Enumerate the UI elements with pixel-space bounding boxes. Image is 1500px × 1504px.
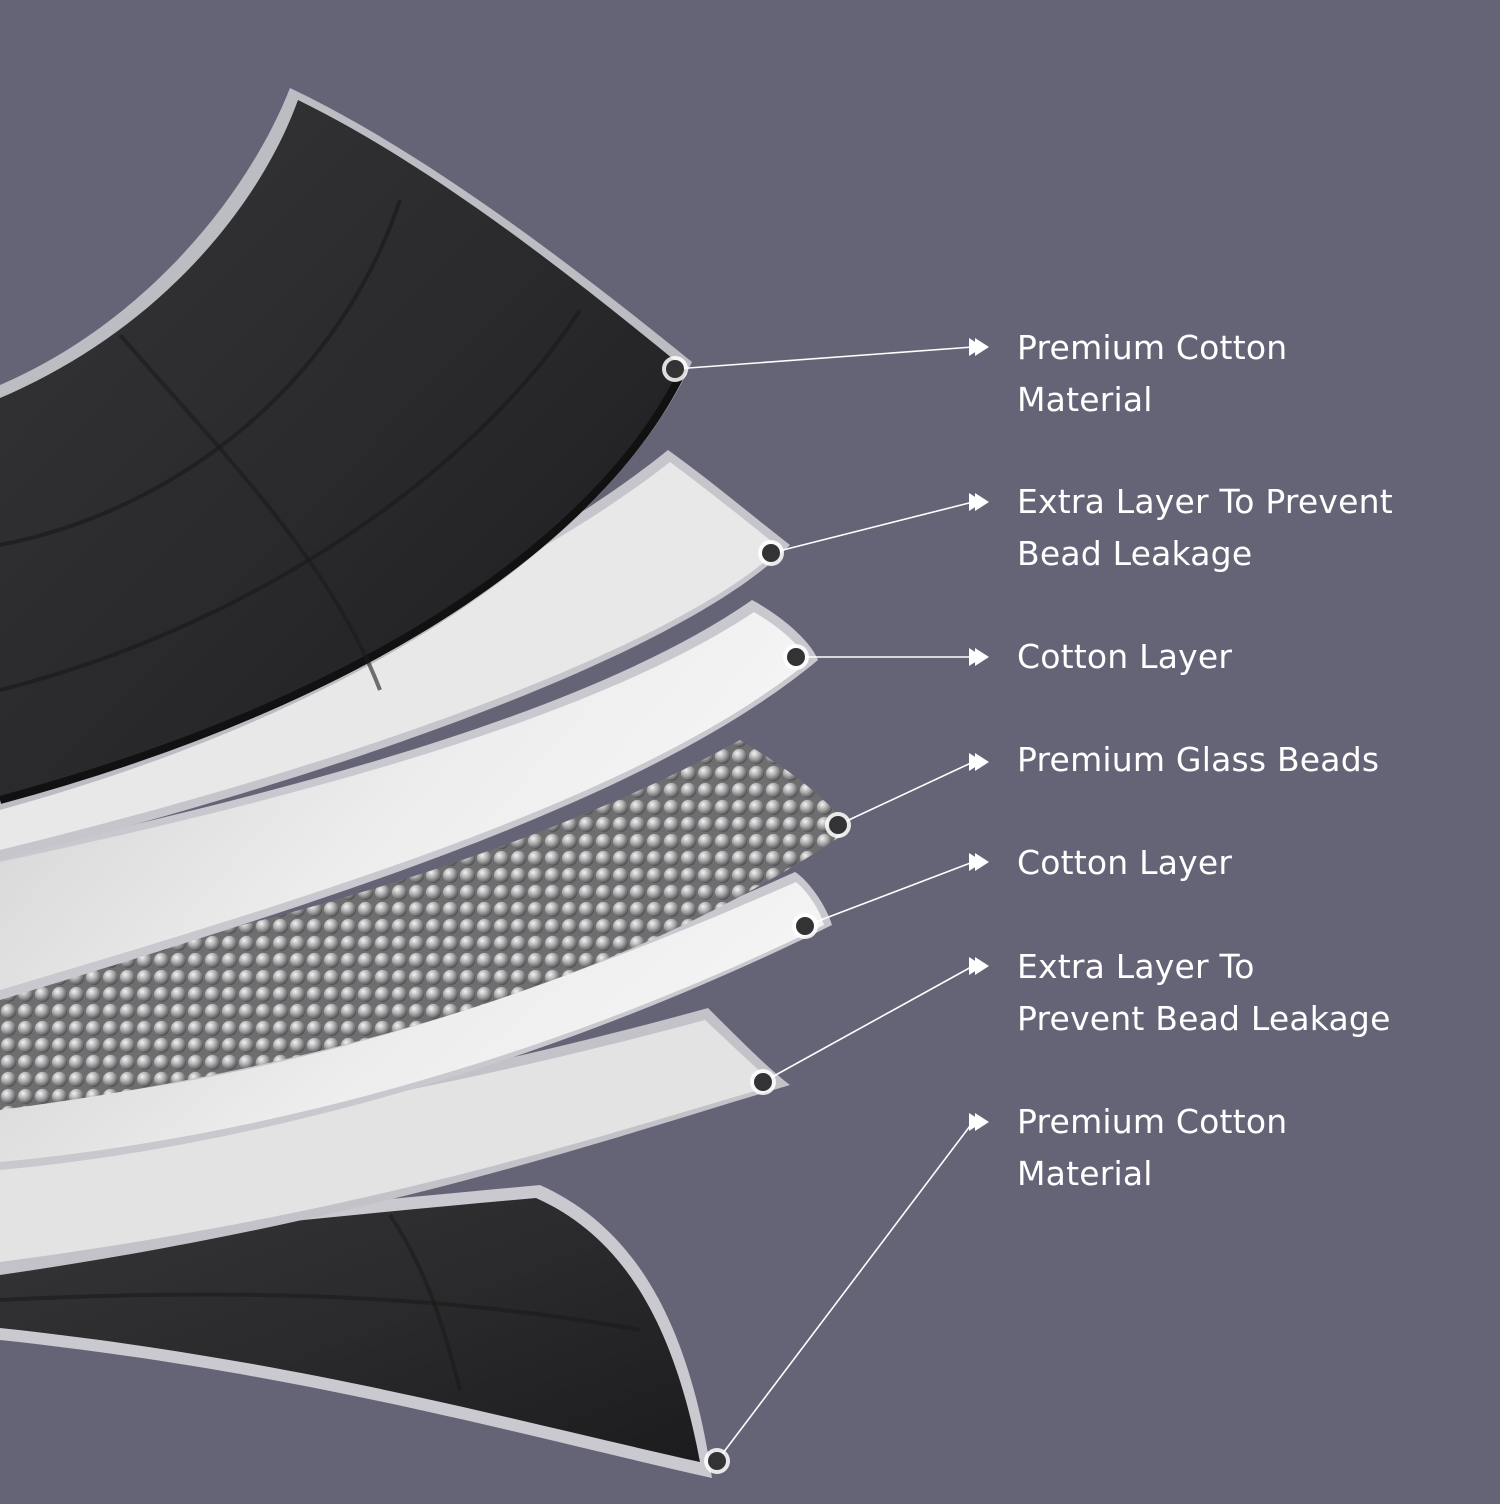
bottom-premium-cotton-seam	[0, 1292, 641, 1332]
glass-beads-marker-dot	[829, 816, 847, 834]
bottom-premium-cotton-label-line: Premium Cotton	[1017, 1102, 1288, 1141]
top-cotton-layer-marker-dot	[787, 648, 805, 666]
bottom-cotton-layer-arrow-icon	[969, 853, 989, 871]
bottom-premium-cotton-arrow-icon	[969, 1113, 989, 1131]
bottom-premium-cotton-marker-dot	[708, 1452, 726, 1470]
bottom-extra-layer-fabric	[0, 1020, 776, 1262]
glass-beads-arrow-icon	[969, 753, 989, 771]
top-extra-layer-arrow-icon	[969, 493, 989, 511]
bottom-extra-layer-arrow-icon	[969, 957, 989, 975]
top-cotton-layer-label-line: Cotton Layer	[1017, 637, 1233, 676]
bottom-cotton-layer-fabric	[0, 882, 824, 1162]
bottom-extra-layer-label-line: Prevent Bead Leakage	[1017, 999, 1391, 1038]
glass-beads-label-line: Premium Glass Beads	[1017, 740, 1380, 779]
bottom-extra-layer-label-line: Extra Layer To	[1017, 947, 1255, 986]
top-extra-layer-label-line: Extra Layer To Prevent	[1017, 482, 1393, 521]
bottom-cotton-layer-label: Cotton Layer	[1017, 837, 1232, 889]
top-premium-cotton-seam-1	[0, 199, 402, 547]
bottom-premium-cotton-leader-line	[716, 1121, 974, 1462]
top-premium-cotton-fabric	[0, 100, 684, 800]
bottom-extra-layer-marker-dot	[754, 1073, 772, 1091]
top-extra-layer-label-line: Bead Leakage	[1017, 534, 1253, 573]
top-premium-cotton-edge	[0, 366, 688, 804]
top-premium-cotton-label-line: Material	[1017, 380, 1153, 419]
top-extra-layer-marker-dot	[762, 544, 780, 562]
top-cotton-layer-label: Cotton Layer	[1017, 631, 1232, 683]
top-cotton-layer-fabric	[0, 612, 808, 990]
top-premium-cotton-leader-line	[674, 346, 974, 370]
top-premium-cotton-marker-dot	[666, 360, 684, 378]
top-premium-cotton-label-line: Premium Cotton	[1017, 328, 1288, 367]
glass-beads-label: Premium Glass Beads	[1017, 734, 1379, 786]
bottom-cotton-layer-marker-dot	[796, 917, 814, 935]
bottom-extra-layer-leader-line	[762, 965, 974, 1083]
top-premium-cotton-seam-3	[118, 333, 382, 691]
top-premium-cotton-seam-2	[0, 308, 582, 692]
top-extra-layer-fabric	[0, 462, 780, 850]
bottom-extra-layer-label: Extra Layer To Prevent Bead Leakage	[1017, 941, 1391, 1045]
top-premium-cotton-arrow-icon	[969, 338, 989, 356]
glass-beads-shape	[0, 740, 850, 1110]
glass-beads-leader-line	[837, 761, 974, 826]
bottom-premium-cotton-seam-vertical	[388, 1213, 462, 1391]
callout-lines	[662, 338, 989, 1474]
bottom-premium-cotton-fabric	[0, 1198, 700, 1462]
bottom-cotton-layer-label-line: Cotton Layer	[1017, 843, 1233, 882]
bottom-cotton-layer-leader-line	[804, 861, 974, 927]
top-extra-layer-leader-line	[770, 501, 974, 554]
bottom-premium-cotton-label-line: Material	[1017, 1154, 1153, 1193]
top-cotton-layer-arrow-icon	[969, 648, 989, 666]
